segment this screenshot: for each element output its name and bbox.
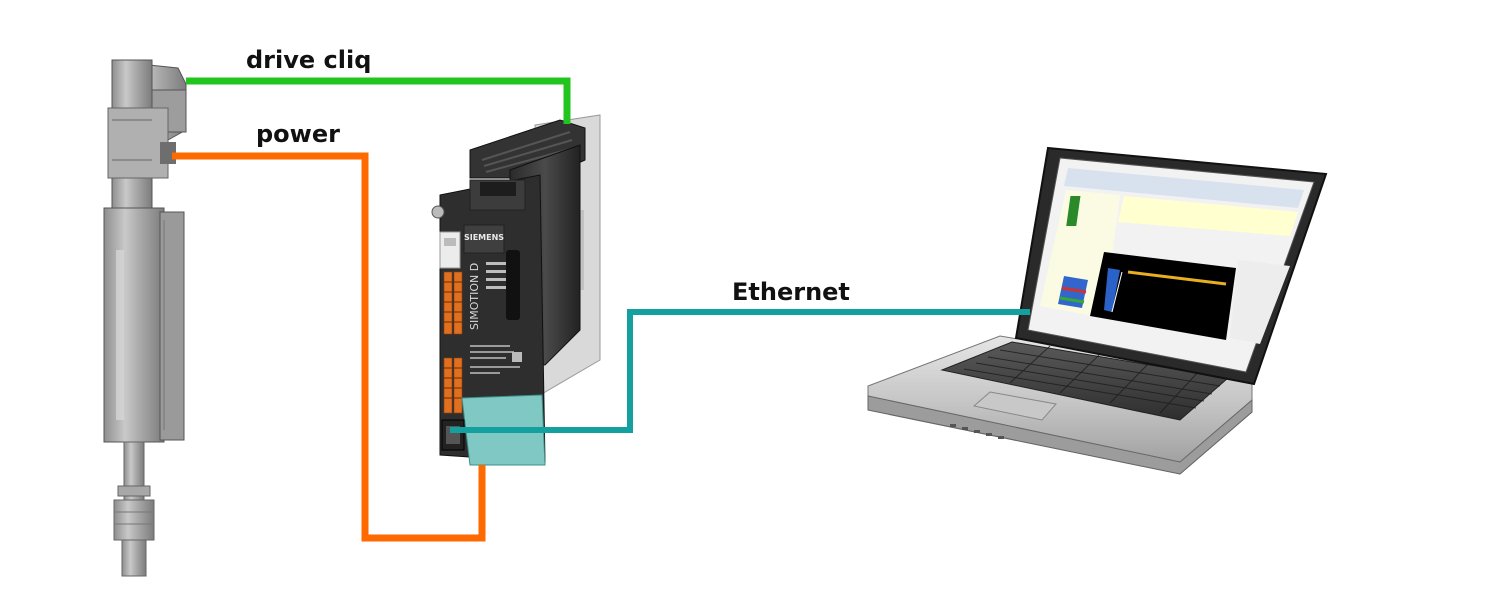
- ethernet-label: Ethernet: [732, 278, 850, 306]
- laptop-icon: [867, 146, 1328, 475]
- power-cable: [172, 152, 486, 542]
- brand-text: SIEMENS: [464, 233, 504, 242]
- linear-actuator-icon: [103, 59, 187, 577]
- drive-controller-icon: SIEMENS SIMOTION D: [431, 114, 601, 466]
- power-label: power: [256, 120, 340, 148]
- product-text: SIMOTION D: [468, 263, 481, 330]
- ethernet-cable: [450, 309, 1030, 433]
- drive-cliq-cable: [186, 77, 571, 124]
- drive-cliq-label: drive cliq: [246, 46, 372, 74]
